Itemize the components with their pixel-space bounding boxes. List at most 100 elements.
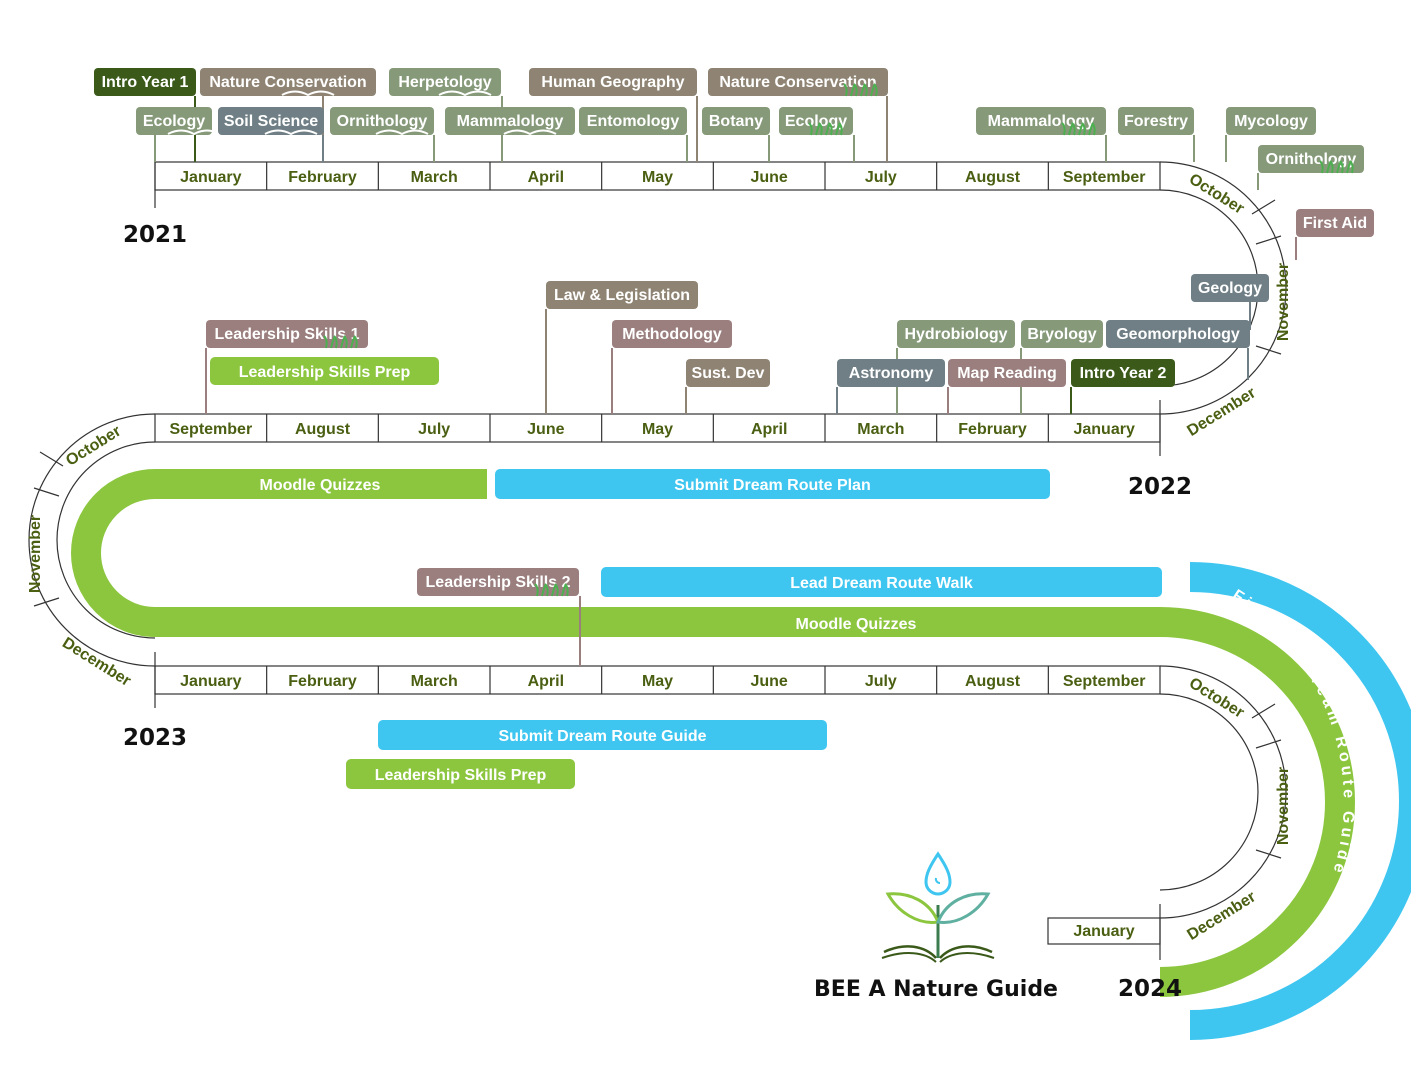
tag-label: Entomology xyxy=(587,113,680,130)
month-april-row2: April xyxy=(751,421,787,438)
tag-label: Leadership Skills 1 xyxy=(215,326,360,343)
activity-bar: Submit Dream Route Plan xyxy=(495,469,1050,499)
tag-box xyxy=(529,68,697,96)
month-may-row2: May xyxy=(642,421,673,438)
grass-icon xyxy=(1319,160,1354,174)
year-2021: 2021 xyxy=(123,222,187,248)
month-july-row2: July xyxy=(418,421,450,438)
tag-box xyxy=(612,320,732,348)
tag-box xyxy=(136,107,212,135)
tag-label: Soil Science xyxy=(224,113,318,130)
month-january-row3: January xyxy=(180,673,241,690)
tag-box xyxy=(218,107,324,135)
open-book-icon xyxy=(167,129,221,136)
tag-label: Law & Legislation xyxy=(554,287,690,304)
course-tag: Soil Science xyxy=(218,107,324,162)
tag-box xyxy=(837,359,945,387)
course-tag: Intro Year 2 xyxy=(1070,359,1175,414)
tag-box xyxy=(1021,320,1103,348)
month-september-row3: September xyxy=(1063,673,1146,690)
month-dec-2021: December xyxy=(1184,384,1259,439)
month-august-row2: August xyxy=(295,421,351,438)
course-tag: Ornithology xyxy=(1257,145,1364,190)
month-june-row1: June xyxy=(750,169,787,186)
tag-box xyxy=(1226,107,1316,135)
brand-name: BEE A Nature Guide xyxy=(814,977,1058,1002)
month-march-row2: March xyxy=(857,421,904,438)
tag-label: Hydrobiology xyxy=(904,326,1007,343)
tag-box xyxy=(948,359,1066,387)
course-tag: Leadership Skills 2 xyxy=(417,568,581,666)
finalise-guide-arc xyxy=(1189,562,1411,1040)
tag-box xyxy=(546,281,698,309)
course-tag: Mycology xyxy=(1225,107,1316,162)
month-may-row3: May xyxy=(642,673,673,690)
sprout-book-icon xyxy=(881,851,995,963)
month-may-row1: May xyxy=(642,169,673,186)
tag-label: Botany xyxy=(709,113,763,130)
tag-label: Sust. Dev xyxy=(692,365,765,382)
month-oct-2021: October xyxy=(1186,171,1247,218)
month-dec-2023: December xyxy=(1184,888,1259,943)
month-march-row1: March xyxy=(411,169,458,186)
activity-bar: Moodle Quizzes xyxy=(260,477,381,494)
tag-box xyxy=(1258,145,1364,173)
month-nov-2023: November xyxy=(1275,767,1292,845)
tag-label: Astronomy xyxy=(849,365,934,382)
timeline-row-2024: January xyxy=(1047,917,1161,945)
tag-label: Bryology xyxy=(1027,326,1096,343)
tag-box xyxy=(94,68,196,96)
activity-bar: Moodle Quizzes xyxy=(796,616,917,633)
activity-bar: Lead Dream Route Walk xyxy=(601,567,1162,597)
course-tag: Mammalology xyxy=(445,107,575,162)
month-february-row1: February xyxy=(288,169,357,186)
open-book-icon xyxy=(438,90,492,97)
activity-bar: Submit Dream Route Guide xyxy=(378,720,827,750)
month-july-row1: July xyxy=(865,169,897,186)
course-tag: Bryology xyxy=(1020,320,1103,414)
course-tag: Ecology xyxy=(779,107,855,162)
tag-label: Mammalology xyxy=(988,113,1095,130)
open-book-icon xyxy=(375,129,429,136)
grass-icon xyxy=(323,335,358,349)
month-oct-2023: October xyxy=(1186,675,1247,722)
tag-box xyxy=(686,359,770,387)
month-nov-2022: November xyxy=(27,515,44,593)
year-2023: 2023 xyxy=(123,725,187,751)
bar-shape xyxy=(378,720,827,750)
activity-bar: Leadership Skills Prep xyxy=(346,759,575,789)
month-july-row3: July xyxy=(865,673,897,690)
month-september-row1: September xyxy=(1063,169,1146,186)
course-tag: Law & Legislation xyxy=(545,281,698,414)
course-tag: Map Reading xyxy=(947,359,1066,414)
tag-label: Nature Conservation xyxy=(719,74,876,91)
tag-label: Nature Conservation xyxy=(209,74,366,91)
tag-label: Geomorphology xyxy=(1116,326,1240,343)
grass-icon xyxy=(1061,122,1096,136)
tag-box xyxy=(708,68,888,96)
grass-icon xyxy=(808,122,843,136)
tag-box xyxy=(1071,359,1175,387)
month-jan-2024: January xyxy=(1073,923,1134,940)
timeline-row-2022: JanuaryFebruaryMarchAprilMayJuneJulyAugu… xyxy=(154,413,1161,443)
open-book-icon xyxy=(264,129,318,136)
tag-label: Map Reading xyxy=(957,365,1057,382)
year-2024: 2024 xyxy=(1118,976,1182,1002)
month-april-row3: April xyxy=(528,673,564,690)
month-march-row3: March xyxy=(411,673,458,690)
course-tag: Astronomy xyxy=(836,359,945,414)
tag-box xyxy=(579,107,687,135)
month-nov-2021: November xyxy=(1275,263,1292,341)
tag-label: Intro Year 1 xyxy=(102,74,189,91)
tag-label: Ornithology xyxy=(1266,151,1357,168)
course-tag: Nature Conservation xyxy=(200,68,376,162)
month-april-row1: April xyxy=(528,169,564,186)
tag-box xyxy=(779,107,853,135)
course-tag: Ecology xyxy=(136,107,221,162)
month-june-row3: June xyxy=(750,673,787,690)
tag-label: Methodology xyxy=(622,326,722,343)
grass-icon xyxy=(534,583,569,597)
